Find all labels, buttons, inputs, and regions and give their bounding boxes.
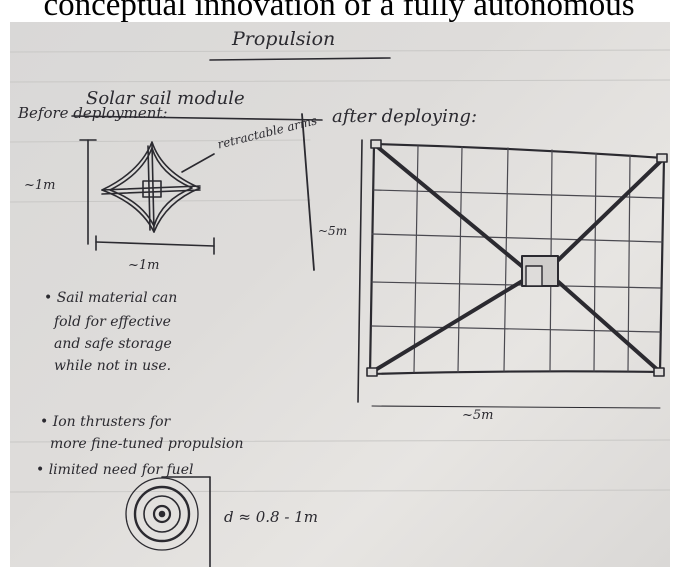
note-line: while not in use. [54,358,171,374]
note-line: fold for effective [54,314,171,330]
thruster-diameter-label: d ≈ 0.8 - 1m [224,508,318,526]
note-line: and safe storage [54,336,172,352]
before-width-dimension: ~1m [128,258,160,273]
note-line: more fine-tuned propulsion [50,436,244,452]
before-deployment-label: Before deployment: [18,104,168,122]
title-underline [210,58,390,60]
before-height-dimension: ~1m [24,178,56,193]
after-deployment-label: after deploying: [332,106,477,127]
handwritten-sketch-sheet: Propulsion Solar sail module Before depl… [10,22,670,567]
ion-thruster-sketch [126,477,210,567]
note-line: • limited need for fuel [36,462,193,478]
deployed-sail-diagram [358,140,667,408]
note-line: • Sail material can [44,290,177,306]
note-line: • Ion thrusters for [40,414,170,430]
column-divider [302,114,314,270]
folded-sail-diagram [80,140,214,254]
after-width-dimension: ~5m [462,408,494,423]
sheet-title: Propulsion [232,28,335,50]
after-height-dimension: ~5m [318,224,347,238]
page-caption: conceptual innovation of a fully autonom… [0,0,678,24]
